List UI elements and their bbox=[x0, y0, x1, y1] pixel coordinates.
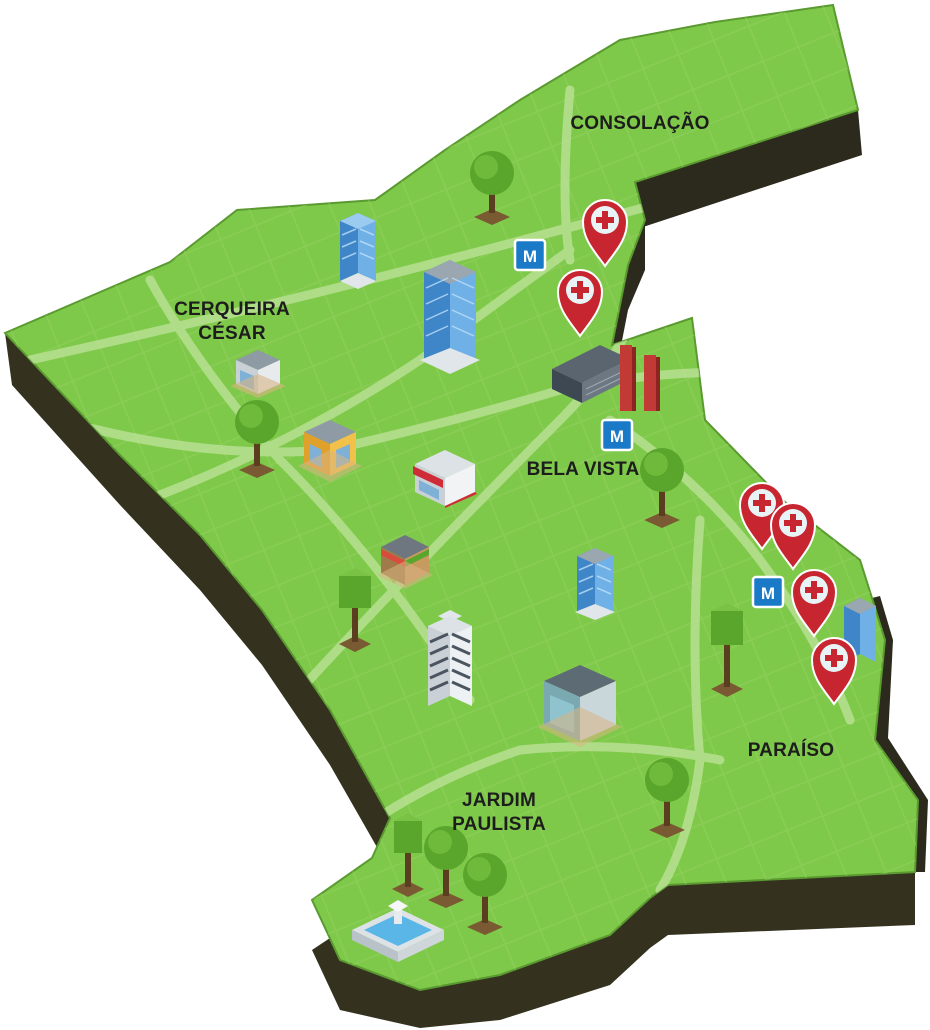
tree-icon bbox=[645, 758, 689, 838]
building-icon bbox=[428, 610, 472, 706]
district-label-bela-vista: BELA VISTA bbox=[527, 459, 640, 480]
hospital-pin-icon[interactable] bbox=[790, 569, 838, 638]
district-label-consolacao: CONSOLAÇÃO bbox=[570, 112, 709, 134]
svg-text:M: M bbox=[610, 427, 624, 446]
metro-stations: M M M bbox=[513, 238, 785, 609]
hospital-pin-icon[interactable] bbox=[581, 199, 629, 268]
hospital-pin-icon[interactable] bbox=[556, 269, 604, 338]
tree-icon bbox=[463, 853, 507, 935]
metro-station-icon: M bbox=[513, 238, 547, 272]
district-label-paraiso: PARAÍSO bbox=[748, 739, 835, 761]
tree-icon bbox=[339, 568, 371, 652]
building-icon bbox=[298, 420, 362, 482]
tree-icon bbox=[470, 151, 514, 225]
hospital-pin-icon[interactable] bbox=[769, 502, 817, 571]
building-icon bbox=[413, 450, 477, 508]
tree-icon bbox=[424, 826, 468, 908]
trees bbox=[235, 151, 743, 935]
svg-text:M: M bbox=[523, 247, 537, 266]
building-icon bbox=[420, 260, 480, 374]
tree-icon bbox=[235, 400, 279, 478]
building-icon bbox=[552, 345, 660, 411]
district-label-jardim-paulista: PAULISTA bbox=[452, 814, 546, 835]
district-label-cerqueira-cesar: CÉSAR bbox=[198, 322, 266, 344]
district-label-cerqueira-cesar: CERQUEIRA bbox=[174, 299, 290, 320]
building-icon bbox=[377, 535, 433, 589]
hospital-pin-icon[interactable] bbox=[810, 637, 858, 706]
svg-text:M: M bbox=[761, 584, 775, 603]
district-labels: CONSOLAÇÃO CERQUEIRA CÉSAR BELA VISTA PA… bbox=[174, 112, 834, 835]
tree-icon bbox=[640, 448, 684, 528]
district-label-jardim-paulista: JARDIM bbox=[462, 790, 536, 811]
building-icon bbox=[340, 213, 376, 289]
tree-icon bbox=[711, 603, 743, 697]
building-icon bbox=[575, 548, 615, 620]
metro-station-icon: M bbox=[600, 418, 634, 452]
fountain-icon bbox=[352, 900, 444, 962]
tree-icon bbox=[392, 813, 424, 897]
building-icon bbox=[538, 665, 622, 747]
metro-station-icon: M bbox=[751, 575, 785, 609]
building-icon bbox=[844, 598, 876, 662]
hospital-pins bbox=[556, 199, 858, 706]
building-icon bbox=[230, 350, 286, 398]
buildings bbox=[230, 213, 876, 962]
